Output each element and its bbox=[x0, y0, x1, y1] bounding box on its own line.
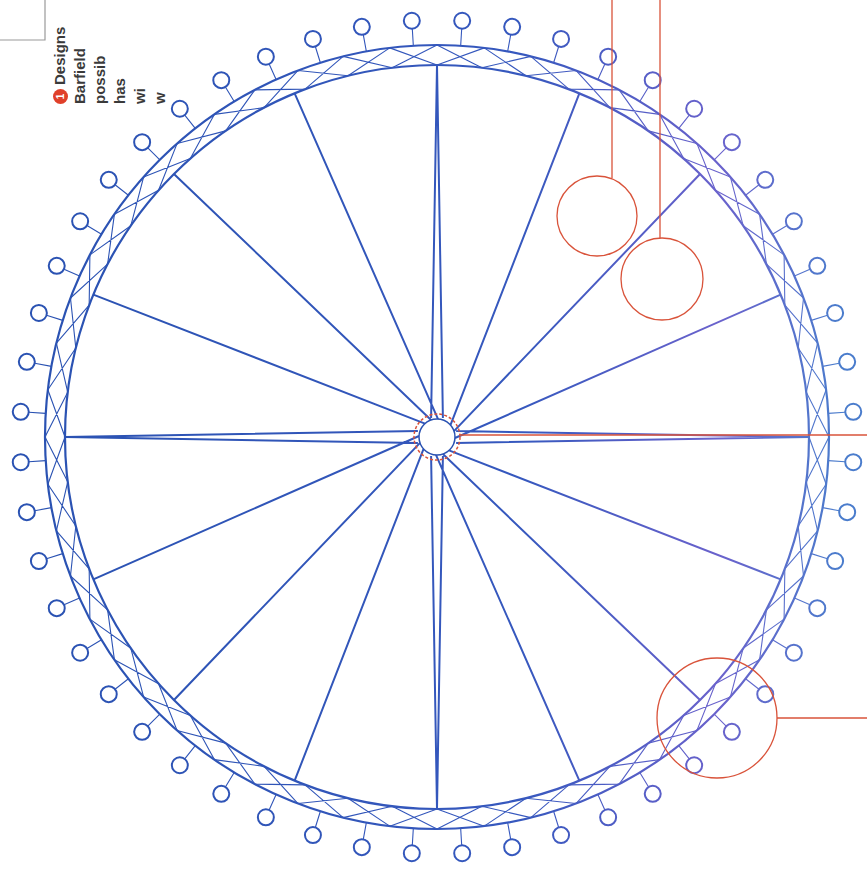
capsule bbox=[354, 839, 370, 855]
leader-line bbox=[659, 0, 660, 238]
capsule bbox=[553, 827, 569, 843]
capsule bbox=[404, 13, 420, 29]
callout-number: 1 bbox=[53, 89, 68, 104]
capsule bbox=[258, 809, 274, 825]
box-edge bbox=[0, 0, 45, 40]
capsule bbox=[19, 354, 35, 370]
capsule bbox=[827, 305, 843, 321]
capsule bbox=[686, 101, 702, 117]
hub-callout bbox=[414, 414, 460, 460]
capsule bbox=[134, 724, 150, 740]
capsule bbox=[827, 553, 843, 569]
capsule bbox=[49, 258, 65, 274]
capsule bbox=[354, 19, 370, 35]
capsule bbox=[101, 686, 117, 702]
capsule bbox=[454, 845, 470, 861]
caption-word: Designs bbox=[51, 27, 68, 85]
capsule bbox=[305, 31, 321, 47]
capsule bbox=[553, 31, 569, 47]
caption-text: 1 DesignsBarfieldpossibhaswiw bbox=[50, 27, 170, 104]
capsule bbox=[724, 134, 740, 150]
text-line: 1 Designs bbox=[50, 27, 70, 104]
capsule bbox=[19, 504, 35, 520]
capsule bbox=[101, 172, 117, 188]
capsule bbox=[645, 786, 661, 802]
capsule bbox=[31, 305, 47, 321]
caption-word: Barfield bbox=[70, 27, 90, 104]
capsule bbox=[724, 724, 740, 740]
truss bbox=[29, 29, 846, 846]
capsule bbox=[454, 13, 470, 29]
capsule bbox=[258, 49, 274, 65]
capsule bbox=[134, 134, 150, 150]
wheel bbox=[13, 13, 861, 861]
capsule bbox=[757, 172, 773, 188]
callouts bbox=[460, 0, 867, 778]
capsule bbox=[839, 504, 855, 520]
capsule bbox=[213, 72, 229, 88]
capsule bbox=[757, 686, 773, 702]
caption-word: has bbox=[110, 27, 130, 104]
callout-circle bbox=[657, 658, 777, 778]
caption-word: possib bbox=[90, 27, 110, 104]
capsule bbox=[600, 809, 616, 825]
capsule bbox=[786, 213, 802, 229]
capsule bbox=[504, 19, 520, 35]
capsule bbox=[809, 600, 825, 616]
capsule bbox=[172, 757, 188, 773]
hub bbox=[419, 419, 455, 455]
capsule bbox=[13, 404, 29, 420]
capsule bbox=[31, 553, 47, 569]
capsule bbox=[49, 600, 65, 616]
capsule bbox=[213, 786, 229, 802]
capsule bbox=[600, 49, 616, 65]
capsule bbox=[305, 827, 321, 843]
capsule bbox=[839, 354, 855, 370]
caption-word: wi bbox=[130, 27, 150, 104]
capsule bbox=[404, 845, 420, 861]
capsule bbox=[72, 645, 88, 661]
caption-word: w bbox=[150, 27, 170, 104]
leader-line bbox=[460, 434, 867, 435]
capsule bbox=[786, 645, 802, 661]
capsule bbox=[809, 258, 825, 274]
capsule bbox=[72, 213, 88, 229]
capsule bbox=[845, 454, 861, 470]
rim bbox=[65, 65, 809, 809]
leader-line bbox=[777, 717, 867, 718]
capsule bbox=[845, 404, 861, 420]
capsule bbox=[504, 839, 520, 855]
rim bbox=[45, 45, 829, 829]
callout-circle bbox=[557, 176, 637, 256]
capsule bbox=[645, 72, 661, 88]
callout-circle bbox=[621, 238, 703, 320]
capsule bbox=[172, 101, 188, 117]
spokes bbox=[65, 65, 809, 809]
capsule bbox=[13, 454, 29, 470]
leader-line bbox=[611, 0, 612, 178]
